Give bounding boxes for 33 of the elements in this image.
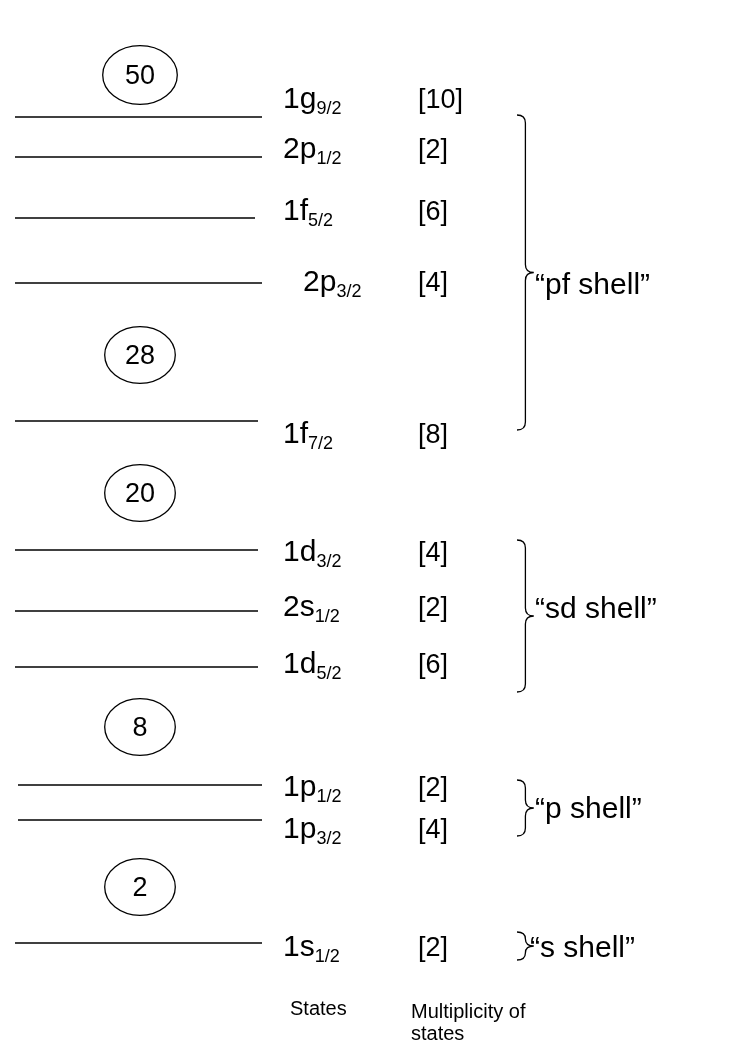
state-label: 1p$_{1/2}$: [283, 768, 342, 808]
magic-number-ellipse: 2: [104, 858, 176, 916]
state-label: 1d$_{5/2}$: [283, 645, 342, 685]
state-label: 2p$_{3/2}$: [303, 263, 362, 303]
multiplicity-label: “sd shell”: [535, 590, 657, 624]
multiplicity-label: “s shell”: [530, 929, 635, 963]
state-label: “pf shell”: [535, 266, 651, 300]
multiplicity-label: [6]: [418, 650, 449, 680]
magic-number-ellipse: 28: [104, 326, 176, 384]
multiplicity-label: 1d$_{3/2}$: [283, 533, 342, 573]
multiplicity-label: [6]: [418, 197, 449, 227]
multiplicity-label: 1p$_{3/2}$: [283, 810, 342, 850]
state-label: [4]: [418, 815, 449, 845]
multiplicity-label: 1f$_{7/2}$: [283, 415, 334, 455]
magic-number-ellipse: 50: [102, 45, 178, 105]
state-label: 2p$_{1/2}$: [283, 130, 342, 170]
multiplicity-label: 1s$_{1/2}$: [283, 928, 340, 968]
multiplicity-label: [4]: [418, 268, 449, 298]
multiplicity-label: [10]: [418, 85, 464, 115]
state-label: [2]: [418, 593, 449, 623]
magic-number-ellipse: 20: [104, 464, 176, 522]
state-label: [8]: [418, 420, 449, 450]
state-label: 1g$_{9/2}$: [283, 80, 342, 120]
magic-number-ellipse: 8: [104, 698, 176, 756]
state-label: [4]: [418, 538, 449, 568]
multiplicity-label: Multiplicity of states: [411, 1000, 527, 1044]
multiplicity-label: [2]: [418, 773, 449, 803]
state-label: [2]: [418, 933, 449, 963]
multiplicity-label: 2s$_{1/2}$: [283, 588, 340, 628]
state-label: “p shell”: [535, 790, 642, 824]
state-label: 1f$_{5/2}$: [283, 192, 334, 232]
multiplicity-label: [2]: [418, 135, 449, 165]
state-label: States: [290, 997, 347, 1019]
